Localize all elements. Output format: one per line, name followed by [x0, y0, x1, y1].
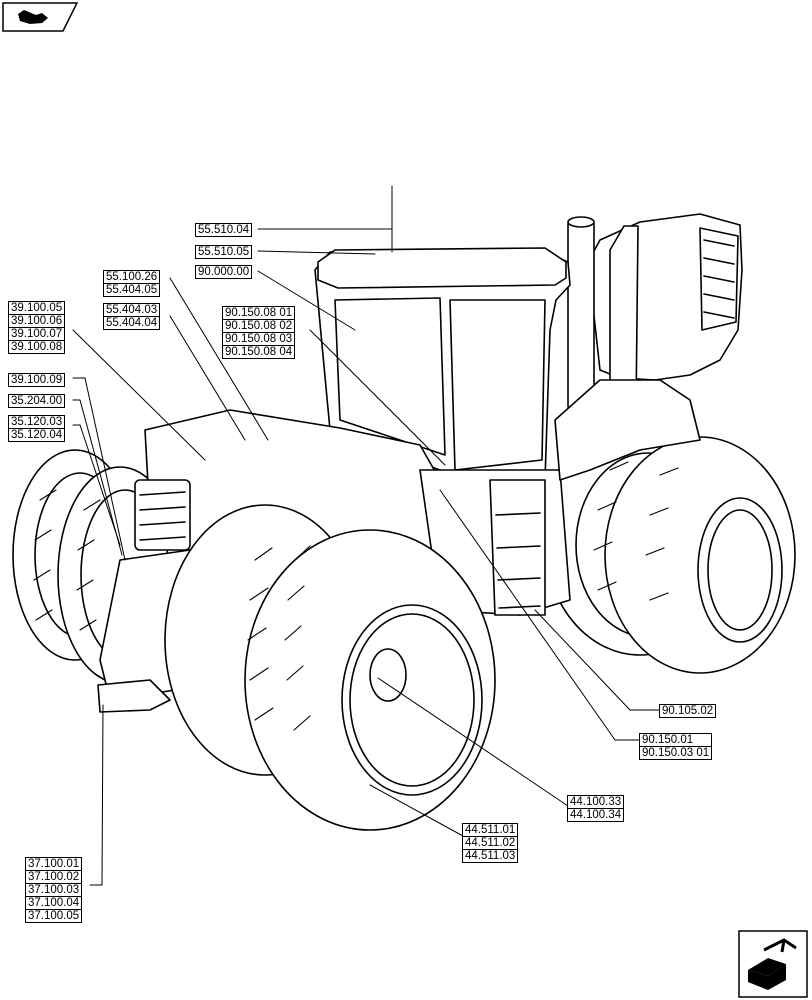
callout-code: 90.150.08 04 [222, 345, 296, 359]
previous-page-arrow-icon[interactable] [2, 2, 78, 32]
callout-code: 37.100.05 [25, 909, 83, 923]
cab [314, 247, 571, 481]
callout-code: 37.100.01 [25, 857, 83, 871]
leader-lines [72, 185, 661, 886]
callout-code: 55.404.03 [103, 303, 161, 317]
callout-code: 44.511.01 [462, 823, 519, 837]
callout-code: 39.100.05 [8, 301, 66, 315]
callout-code: 37.100.02 [25, 870, 83, 884]
callout-code: 39.100.06 [8, 314, 66, 328]
callout-code: 44.100.34 [567, 808, 625, 822]
callout-code: 37.100.04 [25, 896, 83, 910]
callout-code: 44.511.03 [462, 849, 519, 863]
callout-code: 44.511.02 [462, 836, 519, 850]
front-left-outer-tire [244, 529, 496, 831]
callout-code: 90.150.01 [639, 733, 713, 747]
front-right-outer-tire [604, 436, 796, 674]
callout-code: 44.100.33 [567, 795, 625, 809]
callout-code: 90.150.08 03 [222, 332, 296, 346]
callout-code: 90.000.00 [195, 265, 253, 279]
callout-code: 90.150.08 02 [222, 319, 296, 333]
callout-code: 55.404.04 [103, 316, 161, 330]
callout-code: 37.100.03 [25, 883, 83, 897]
callout-code: 90.150.08 01 [222, 306, 296, 320]
callout-35-204-00[interactable]: 35.204.00 [8, 394, 66, 408]
callout-code: 55.100.26 [103, 270, 161, 284]
callout-55-510-05[interactable]: 55.510.05 [195, 245, 253, 259]
callout-39-100-09[interactable]: 39.100.09 [8, 373, 66, 387]
callout-code: 90.105.02 [659, 704, 717, 718]
callout-code: 39.100.08 [8, 340, 66, 354]
callout-code: 39.100.09 [8, 373, 66, 387]
callout-code: 55.404.05 [103, 283, 161, 297]
callout-55-510-04[interactable]: 55.510.04 [195, 223, 253, 237]
callout-90-000-00[interactable]: 90.000.00 [195, 265, 253, 279]
callout-code: 55.510.05 [195, 245, 253, 259]
callout-90-105-02[interactable]: 90.105.02 [659, 704, 717, 718]
callout-code: 35.204.00 [8, 394, 66, 408]
callout-code: 55.510.04 [195, 223, 253, 237]
callout-code: 39.100.07 [8, 327, 66, 341]
next-page-arrow-icon[interactable] [738, 930, 808, 998]
tread-pattern [33, 461, 679, 731]
callout-code: 35.120.04 [8, 428, 66, 442]
callout-code: 35.120.03 [8, 415, 66, 429]
cab-steps [489, 479, 546, 616]
exhaust-stacks [567, 216, 639, 411]
callout-code: 90.150.03 01 [639, 746, 713, 760]
